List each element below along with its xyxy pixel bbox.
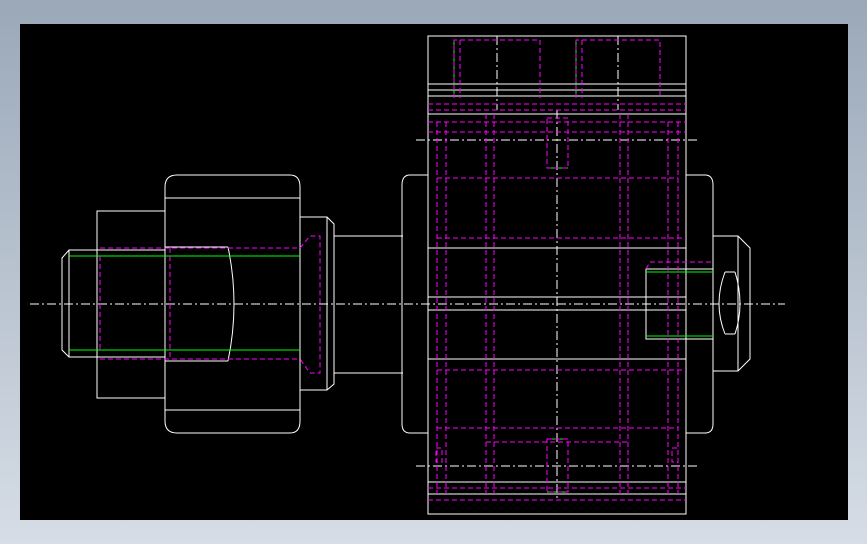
shaft-collar <box>300 216 335 391</box>
insert-hidden-edges <box>645 261 713 270</box>
bottom-right-slot <box>671 447 679 463</box>
roller-main-block <box>427 35 687 515</box>
roller-visible-edges <box>401 35 751 515</box>
end-cap-bore <box>718 271 741 335</box>
left-assembly-visible-edges <box>61 174 403 434</box>
upper-pin <box>546 117 569 169</box>
left-flange <box>401 174 428 434</box>
drawing-viewport[interactable] <box>20 24 848 520</box>
left-assembly-hidden-edges <box>99 235 321 374</box>
bottom-left-slot <box>435 447 443 463</box>
center-lines <box>30 36 785 500</box>
threaded-rod-end <box>61 249 97 358</box>
left-assembly-thread-lines <box>69 255 300 351</box>
top-right-pocket <box>575 39 661 98</box>
lower-pin <box>546 438 569 493</box>
round-nut-face-arc <box>227 246 235 362</box>
end-cap <box>713 235 751 372</box>
top-left-pocket <box>453 39 541 98</box>
round-nut-outline <box>164 174 301 434</box>
roller-hidden-edges <box>428 39 713 501</box>
right-insert <box>645 268 714 340</box>
